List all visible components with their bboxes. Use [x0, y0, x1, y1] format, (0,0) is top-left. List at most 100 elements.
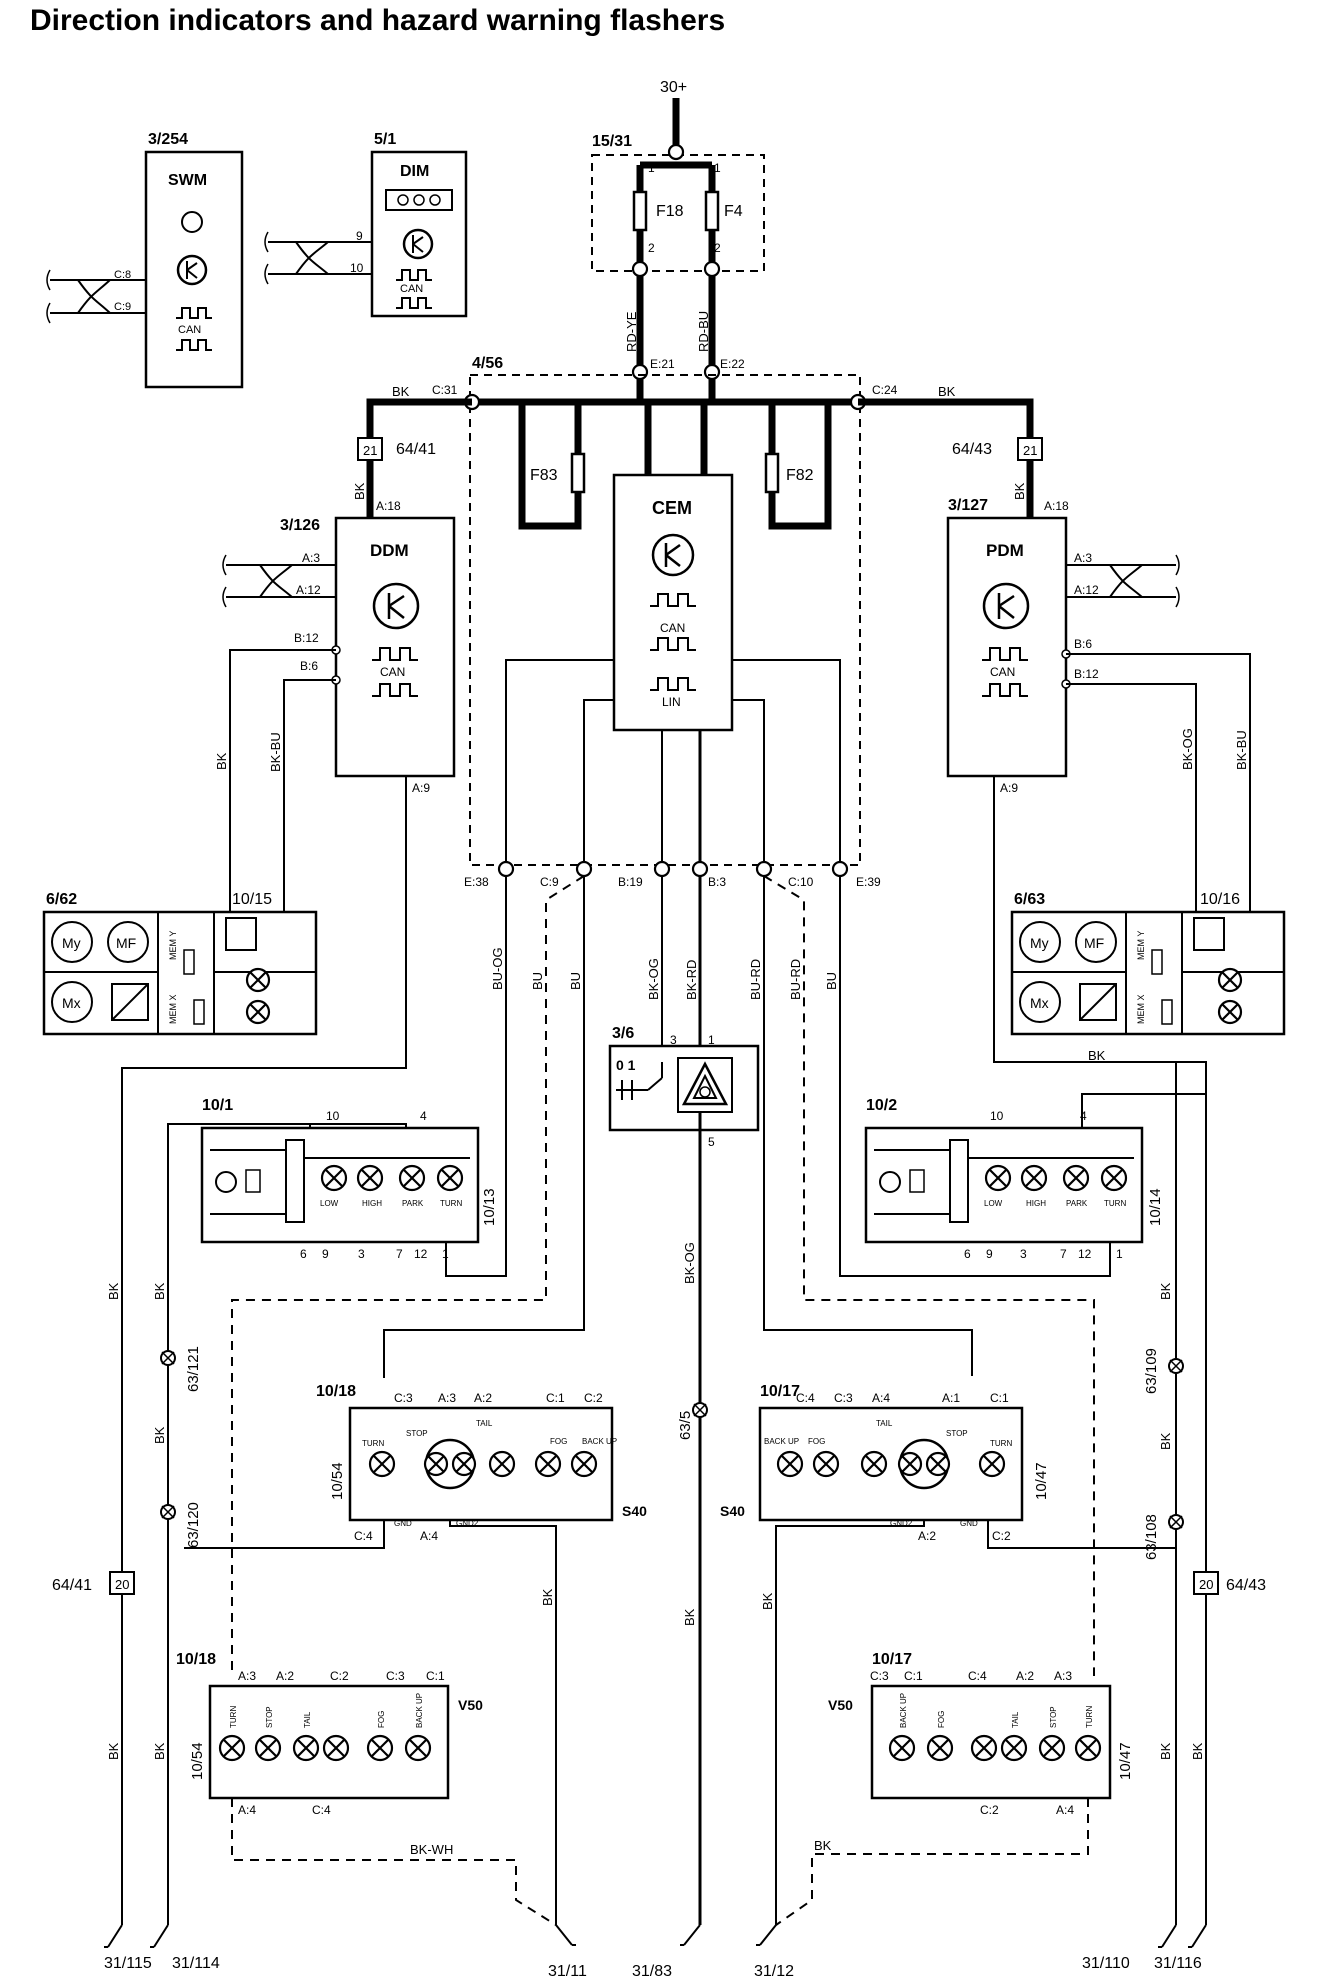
can-signal-icon	[176, 307, 212, 319]
s40-right-c4: C:4	[796, 1391, 815, 1405]
hl-right-low-label: LOW	[984, 1199, 1003, 1208]
s40-right-fog-lamp	[812, 1450, 840, 1478]
s40-left-a3: A:3	[438, 1391, 456, 1405]
s40-left-park-lamp	[488, 1450, 516, 1478]
s40-left-gnd2: GND2	[456, 1519, 479, 1528]
s40-left-stop-lamp	[423, 1451, 449, 1477]
ddm-splice-num: 21	[363, 443, 377, 458]
hl-left-low	[320, 1164, 348, 1192]
hl-right-low	[984, 1164, 1012, 1192]
instrument-cluster-icon	[385, 189, 453, 211]
s40-right-gnd-bk: BK	[760, 1592, 775, 1610]
right-tail-wires: BU-RD BU-RD	[748, 875, 1095, 1676]
wire-rd-ye-label: RD-YE	[624, 311, 639, 352]
power-supply: 30+	[660, 79, 687, 152]
wire-bu-left: BU	[568, 972, 583, 990]
v50-right-stop-lamp	[1038, 1734, 1066, 1762]
splice-63-109	[1168, 1358, 1184, 1374]
s40-left-id: 10/18	[316, 1383, 356, 1400]
fuse-feed-wires: RD-YE RD-BU E:21 E:22	[624, 276, 745, 381]
hl-right-pin-4: 4	[1080, 1109, 1087, 1123]
pdm-pin-a12: A:12	[1074, 583, 1099, 597]
left-bk-3: BK	[152, 1426, 167, 1444]
s40-left-tail-lamp	[451, 1451, 477, 1477]
v50-left-c4: C:4	[312, 1803, 331, 1817]
v50-left-tail-lamp-2	[322, 1734, 350, 1762]
v50-right-back: BACK UP	[899, 1693, 908, 1728]
s40-right-backup-lamp	[776, 1450, 804, 1478]
transistor-icon	[176, 254, 208, 286]
ddm-id: 3/126	[280, 517, 320, 534]
ground-31-83: 31/83	[632, 1963, 672, 1980]
mirror-left-mx: Mx	[62, 995, 81, 1011]
steering-wheel-icon	[181, 211, 203, 233]
switch-out-bk: BK	[682, 1608, 697, 1626]
v50-left-c3: C:3	[386, 1669, 405, 1683]
s40-right-stop-lamp	[925, 1451, 951, 1477]
hl-right-park-label: PARK	[1066, 1199, 1088, 1208]
s40-left-c2: C:2	[584, 1391, 603, 1405]
ddm-bk-label: BK	[352, 482, 367, 500]
swm-pin-c9: C:9	[114, 301, 131, 313]
pdm-wire-bk-og: BK-OG	[1180, 728, 1195, 770]
fuse-f82-label: F82	[786, 467, 814, 484]
hl-left-park-label: PARK	[402, 1199, 424, 1208]
fuse-box-input-node	[667, 143, 685, 161]
s40-right-c2: C:2	[992, 1529, 1011, 1543]
f18-pin2: 2	[648, 241, 655, 255]
s40-left-c3: C:3	[394, 1391, 413, 1405]
v50-right-side-id: 10/47	[1117, 1742, 1134, 1780]
fuse-box-15-31: 15/31 F18 F4 1 1 2 2	[591, 133, 765, 278]
hl-left-pin-3: 3	[358, 1247, 365, 1261]
v50-left-turn: TURN	[229, 1706, 238, 1728]
dim-pin-10: 10	[350, 261, 364, 275]
v50-right-backup-lamp	[888, 1734, 916, 1762]
s40-right-id: 10/17	[760, 1383, 800, 1400]
fuse-f18	[632, 190, 648, 232]
v50-left-c1: C:1	[426, 1669, 445, 1683]
v50-left-tail: TAIL	[303, 1711, 312, 1728]
headlamp-left-id: 10/1	[202, 1097, 233, 1114]
v50-right-c2: C:2	[980, 1803, 999, 1817]
ddm-label: DDM	[370, 541, 409, 560]
swm-pin-c8: C:8	[114, 269, 131, 281]
wire-bu-left-dash: BU	[530, 972, 545, 990]
right-splice-id: 64/43	[1226, 1577, 1266, 1594]
wire-bk-label: BK	[392, 384, 410, 399]
hl-left-turn-label: TURN	[440, 1199, 462, 1208]
fuse-f83	[570, 452, 586, 494]
hl-left-low-label: LOW	[320, 1199, 339, 1208]
wire-bu-og-left: BU-OG	[490, 947, 505, 990]
splice-63-108-label: 63/108	[1143, 1514, 1160, 1560]
wire-bu-rd-right: BU-RD	[748, 959, 763, 1000]
s40-left-backup-lamp	[570, 1450, 598, 1478]
pdm-pin-a9: A:9	[1000, 781, 1018, 795]
fuse-f82	[764, 452, 780, 494]
connector-c31: C:31	[432, 383, 458, 397]
ddm-pin-a9: A:9	[412, 781, 430, 795]
splice-63-121-label: 63/121	[185, 1346, 202, 1392]
f4-pin1: 1	[714, 161, 721, 175]
hazard-triangle-icon	[681, 1061, 729, 1106]
hl-right-turn	[1100, 1164, 1128, 1192]
hl-left-side-id: 10/13	[481, 1188, 498, 1226]
transistor-icon	[651, 533, 695, 577]
hl-left-high	[356, 1164, 384, 1192]
v50-right-turn: TURN	[1085, 1706, 1094, 1728]
splice-63-108	[1168, 1514, 1184, 1530]
leveling-motor-icon	[215, 1171, 237, 1193]
switch-pin-5: 5	[708, 1135, 715, 1149]
fuse-f4	[704, 190, 720, 232]
v50-left-back: BACK UP	[415, 1693, 424, 1728]
cem-lin-label: LIN	[662, 695, 681, 709]
hazard-switch: BK-OG BK-RD 3/6 3 1 0 1 5 BK-OG BK 63/5	[608, 876, 760, 1925]
switch-wire-bk-og: BK-OG	[646, 958, 661, 1000]
left-tail-wires: BU BU	[231, 875, 585, 1674]
switch-pin-3: 3	[670, 1033, 677, 1047]
s40-right-stop: STOP	[946, 1429, 968, 1438]
motor-y-icon	[51, 921, 93, 963]
v50-right-c4: C:4	[968, 1669, 987, 1683]
v50-left-id: 10/18	[176, 1651, 216, 1668]
mirror-left-id: 6/62	[46, 891, 77, 908]
right-bk-1: BK	[1158, 1282, 1173, 1300]
